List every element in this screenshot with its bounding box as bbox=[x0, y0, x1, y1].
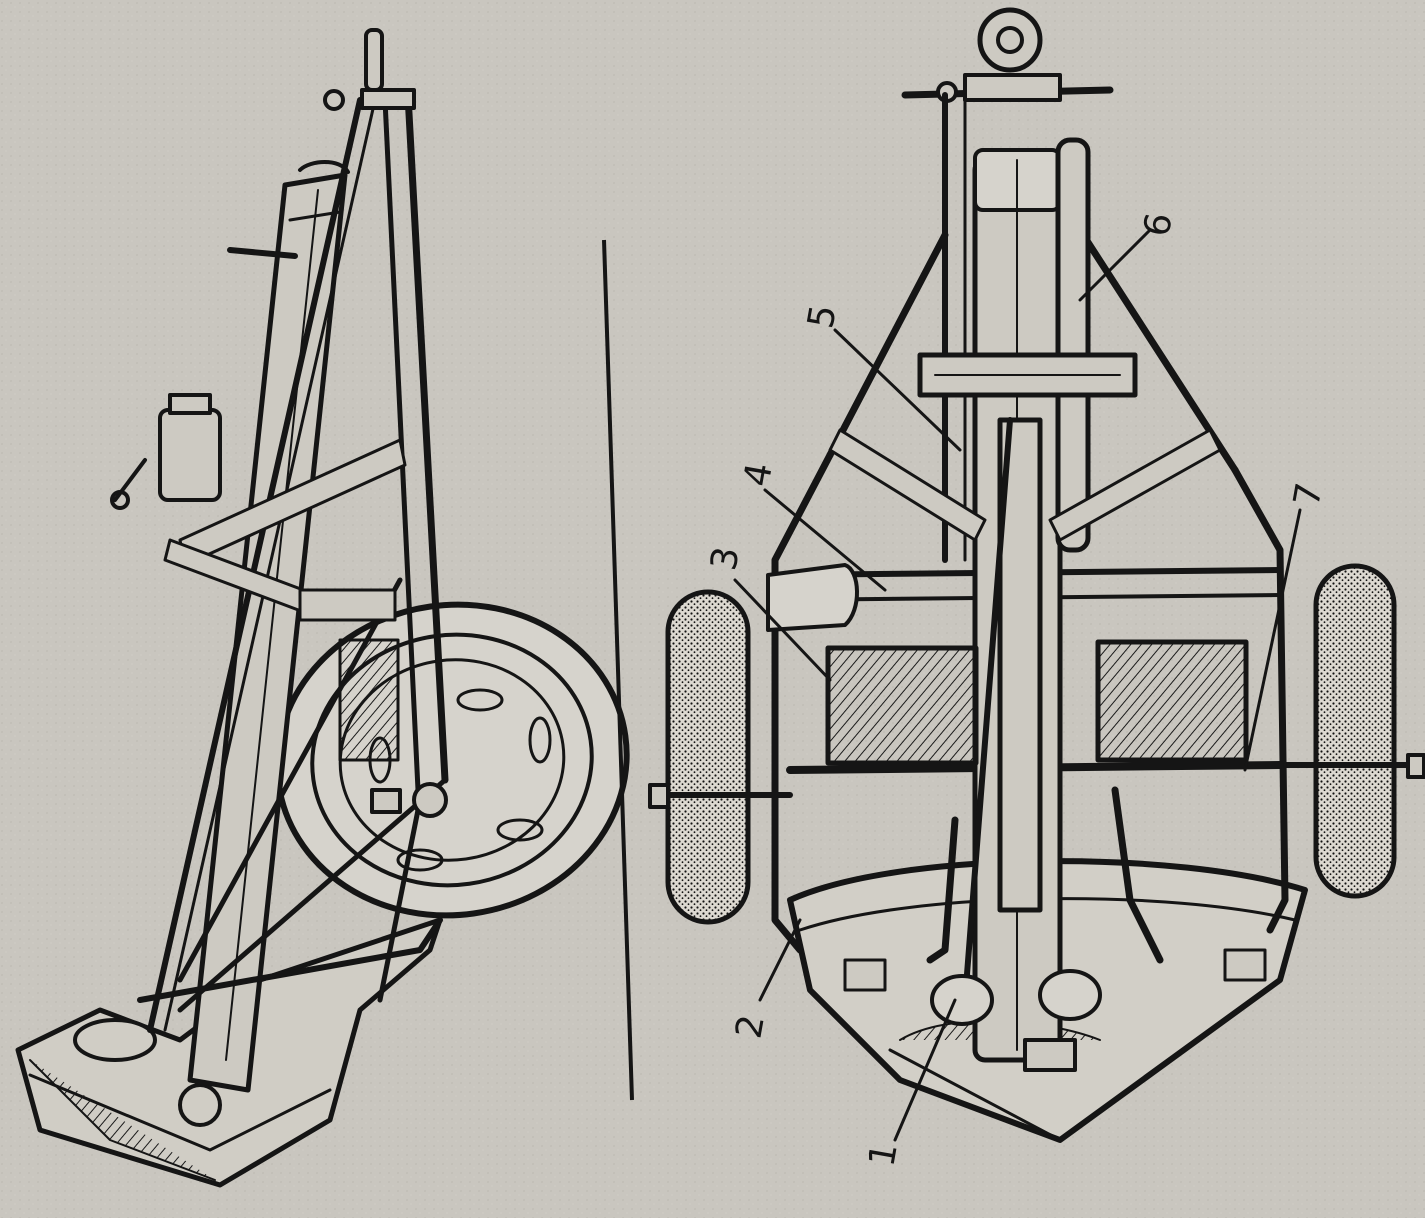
rear-wheel-right bbox=[1265, 563, 1425, 899]
rear-wheel-left bbox=[648, 589, 793, 925]
rear-view bbox=[648, 7, 1425, 1143]
separator-line bbox=[602, 239, 634, 1101]
rear-diagonal-rod bbox=[962, 417, 1013, 1003]
rear-leg-left bbox=[926, 816, 959, 964]
sight-box bbox=[766, 563, 859, 632]
ammo-box-left bbox=[825, 645, 979, 766]
leader-lines bbox=[733, 228, 1302, 1142]
rear-leg-right bbox=[1111, 786, 1164, 964]
side-sight bbox=[110, 247, 298, 510]
rear-top bbox=[901, 7, 1114, 103]
rear-right-tube bbox=[1055, 137, 1091, 553]
side-view bbox=[15, 28, 630, 1188]
strap-right bbox=[1048, 428, 1222, 542]
ammo-box-right bbox=[1095, 639, 1249, 763]
strap-left bbox=[828, 428, 987, 542]
side-straps bbox=[163, 438, 407, 762]
